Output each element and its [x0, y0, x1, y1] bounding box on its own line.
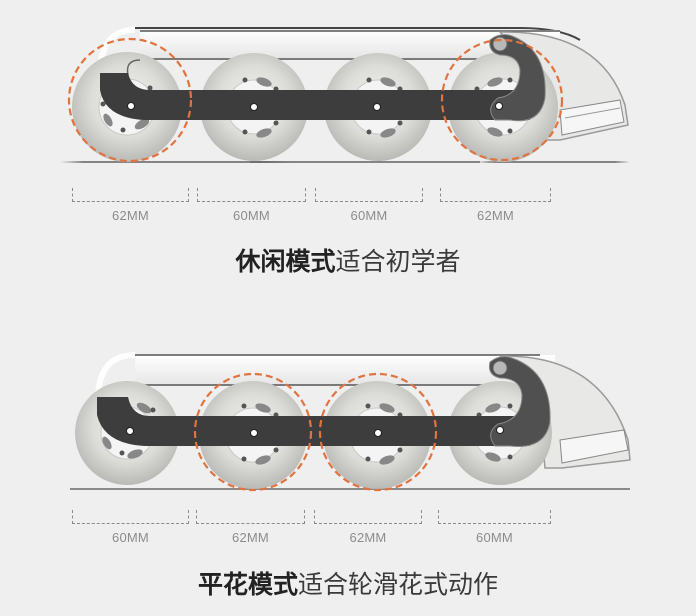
skate-frame-illustration-freestyle	[70, 352, 631, 492]
wheel-size-dimensions: 62MM 60MM 60MM 62MM	[0, 188, 696, 228]
highlight-ring-wheel-4	[440, 38, 564, 162]
dimension-bracket-2	[196, 510, 305, 524]
dimension-bracket-4	[438, 510, 551, 524]
wheel-size-label: 62MM	[349, 530, 387, 545]
dimension-bracket-3	[315, 188, 423, 202]
wheel-size-label: 62MM	[232, 530, 269, 545]
dimension-bracket-2	[197, 188, 306, 202]
mode-description: 适合轮滑花式动作	[298, 570, 499, 599]
rear-hook	[489, 34, 546, 122]
freestyle-mode-panel: 60MM 62MM 62MM 60MM 平花模式适合轮滑花式动作	[0, 340, 696, 616]
ground-line	[60, 161, 290, 163]
dimension-bracket-4	[440, 188, 551, 202]
frame-plate	[97, 397, 530, 446]
mode-caption-freestyle: 平花模式适合轮滑花式动作	[0, 565, 696, 601]
highlight-ring-wheel-2	[193, 372, 313, 492]
ground-line	[70, 488, 630, 490]
highlight-ring-wheel-3	[318, 372, 438, 492]
wheel-size-label: 62MM	[112, 208, 149, 223]
mode-name: 平花模式	[197, 570, 298, 599]
wheel-size-label: 60MM	[233, 208, 270, 223]
wheel-size-label: 60MM	[112, 530, 149, 545]
skate-frame-illustration-leisure	[60, 27, 630, 163]
wheel-size-dimensions: 60MM 62MM 62MM 60MM	[0, 510, 696, 550]
wheel-size-label: 60MM	[350, 208, 388, 223]
mode-caption-leisure: 休闲模式适合初学者	[0, 242, 696, 278]
dimension-bracket-1	[72, 510, 189, 524]
dimension-bracket-1	[72, 188, 189, 202]
leisure-mode-panel: 62MM 60MM 60MM 62MM 休闲模式适合初学者	[0, 0, 696, 290]
highlight-ring-wheel-1	[67, 37, 193, 163]
rear-hook	[489, 356, 551, 447]
wheel-size-label: 60MM	[476, 530, 513, 545]
mode-name: 休闲模式	[235, 247, 336, 276]
wheel-size-label: 62MM	[477, 208, 514, 223]
mode-description: 适合初学者	[335, 247, 461, 276]
frame-plate	[100, 73, 530, 120]
dimension-bracket-3	[314, 510, 422, 524]
